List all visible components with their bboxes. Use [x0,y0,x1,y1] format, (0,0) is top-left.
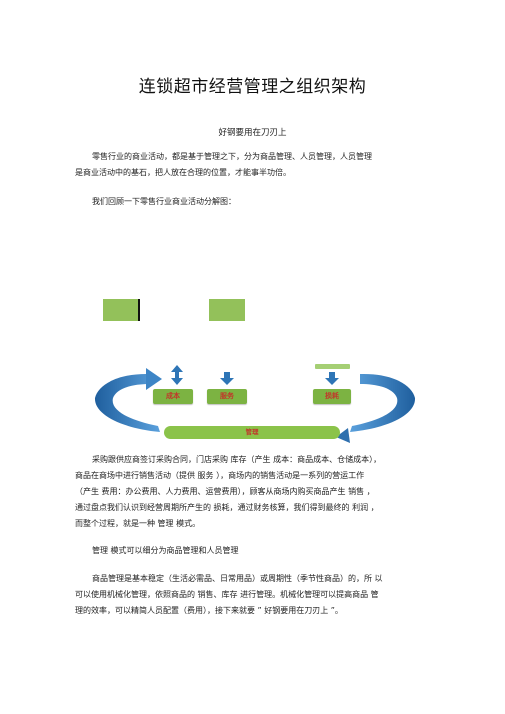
loss-badge: 损耗 [313,389,351,404]
right-curved-arrow [350,373,416,432]
diagram-box-left [103,299,139,321]
body1-line-5: 而整个过程，就是一种 管理 模式。 [75,519,201,528]
body1-line-3: （产生 费用：办公费用、人力费用、运营费用），顾客从商场内购买商品产生 销售 ， [75,487,375,496]
body3-line-3: 理的效率，可以精简人员配置（费用），接下来就要 ” 好钢要用在刀刃上 ”。 [75,606,343,615]
management-bar: 管理 [164,426,340,439]
body3-line-2: 可以使用机械化管理，依照商品的 销售、库存 进行管理。机械化管理可以提高商品 管 [75,590,379,599]
body1-line-4: 通过盘点我们认识到经营周期所产生的 损耗，通过财务核算，我们得到最终的 利润 ， [75,503,379,512]
subtitle: 好钢要用在刀刃上 [218,128,287,138]
cost-badge: 成本 [153,389,193,404]
page-title: 连锁超市经营管理之组织架构 [138,77,367,97]
body3-line-1: 商品管理是基本稳定（生活必需品、日常用品）或周期性（季节性商品）的，所 以 [92,574,383,583]
down-arrow-icon [220,372,234,385]
left-curved-arrow [94,373,160,432]
diagram-strip-right [315,364,350,369]
body1-line-1: 采购跟供应商签订采购合同，门店采购 库存（产生 成本：商品成本、仓储成本）， [92,455,382,464]
left-curved-arrow-head [146,368,162,390]
down-arrow-icon-right [325,372,339,385]
diagram-box-middle [209,299,245,321]
up-down-arrow-icon [171,365,183,385]
body1-line-2: 商品在商场中进行销售活动（提供 服务 ），商场内的销售活动是一系列的营运工作 [75,471,365,480]
intro-line-2: 是商业活动中的基石，把人放在合理的位置，才能事半功倍。 [75,168,291,177]
intro-line-1: 零售行业的商业活动，都是基于管理之下，分为商品管理、人员管理，人员管理 [92,152,372,161]
diagram-box-left-border [138,299,140,321]
right-curved-arrow-head [336,428,350,443]
body2-line: 管理 模式可以细分为商品管理和人员管理 [92,546,239,555]
review-line: 我们回顾一下零售行业商业活动分解图： [92,197,236,206]
service-badge: 服务 [207,389,247,404]
